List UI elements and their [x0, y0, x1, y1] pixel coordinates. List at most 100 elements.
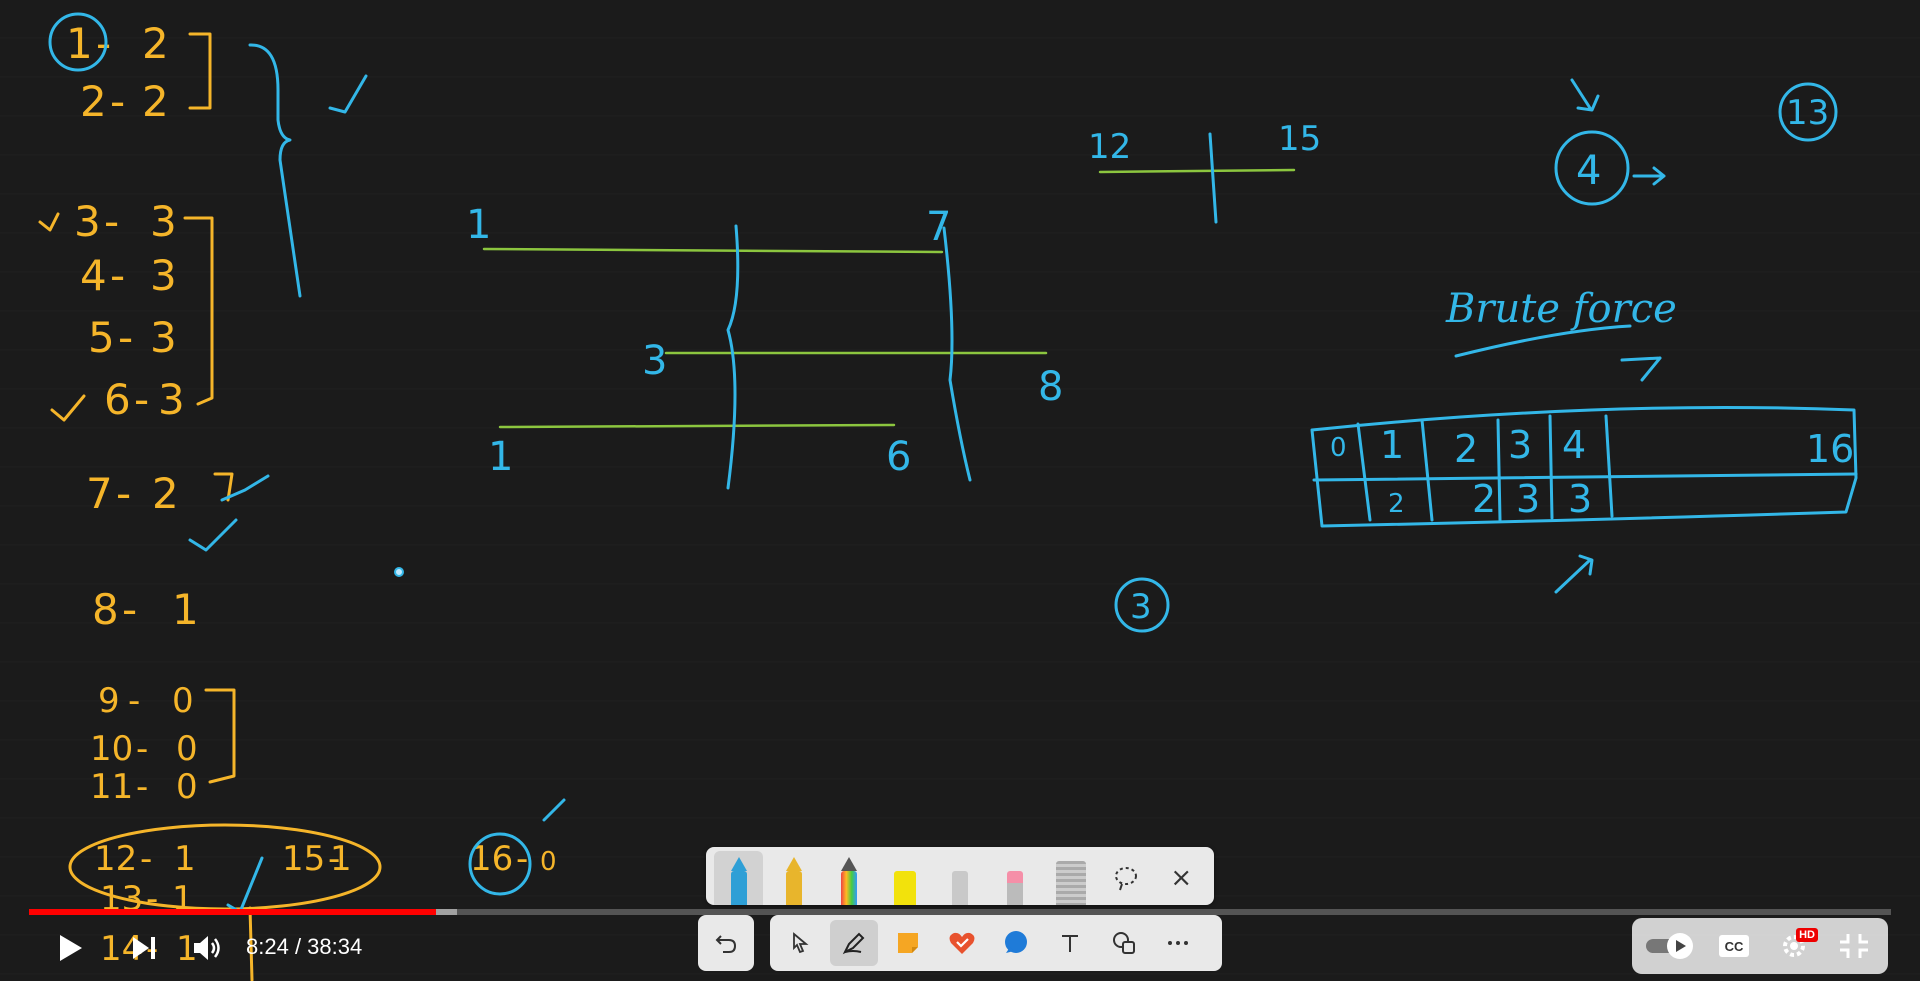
table-top-cell: 2 [1454, 427, 1478, 471]
count-dash: - [96, 19, 111, 68]
table-divider-3 [1496, 418, 1502, 522]
check-13 [226, 856, 264, 914]
count-value: 0 [540, 847, 557, 877]
table-divider-2 [1420, 418, 1434, 522]
spray-tool[interactable] [935, 851, 984, 905]
label-a-end: 7 [926, 204, 951, 250]
progress-played [29, 909, 436, 915]
select-tool[interactable] [776, 920, 824, 966]
array-table-midline [1312, 472, 1858, 482]
play-button[interactable] [50, 928, 90, 968]
circle-mark-1 [48, 12, 108, 72]
circle-3 [1114, 577, 1170, 633]
label-a-start: 1 [466, 202, 491, 248]
lasso-select-button[interactable] [1101, 851, 1150, 905]
heart-check-icon [949, 932, 975, 954]
hd-badge: HD [1796, 928, 1818, 942]
gear-icon [1783, 935, 1805, 957]
settings-button[interactable]: HD [1772, 926, 1818, 966]
interval-1-7 [482, 247, 944, 254]
ruler-tool[interactable] [1046, 851, 1095, 905]
count-value: 0 [172, 681, 194, 721]
brute-force-underline [1454, 324, 1632, 358]
time-separator: / [288, 934, 308, 959]
close-tray-button[interactable]: × [1157, 851, 1206, 905]
play-icon [60, 935, 82, 961]
shapes-tool[interactable] [1100, 920, 1148, 966]
yellow-pen-tool[interactable] [769, 851, 818, 905]
pen-cursor [394, 567, 404, 577]
yellow-pen-icon [785, 857, 802, 905]
blue-pen-tool[interactable] [714, 851, 764, 905]
text-tool[interactable] [1046, 920, 1094, 966]
count-value: 0 [176, 767, 198, 807]
stamp-tool[interactable] [938, 920, 986, 966]
table-bottom-cell: 2 [1388, 489, 1405, 519]
table-top-cell: 4 [1562, 423, 1586, 467]
check-6 [50, 394, 86, 422]
count-value: 1 [330, 839, 352, 879]
count-value: 0 [176, 729, 198, 769]
sweep-line-2 [942, 226, 972, 482]
eraser-tool[interactable] [991, 851, 1040, 905]
table-top-cell: 3 [1508, 423, 1532, 467]
check-7a [220, 474, 270, 502]
count-number: 10 [90, 729, 133, 769]
circle-16 [468, 832, 532, 896]
count-value: 1 [176, 929, 198, 969]
comment-tool[interactable] [992, 920, 1040, 966]
ruler-icon [1055, 861, 1086, 905]
count-value: 1 [174, 839, 196, 879]
count-dash: - [118, 313, 133, 362]
autoplay-toggle[interactable] [1642, 926, 1704, 966]
count-number: 4 [80, 251, 107, 300]
count-value: 1 [172, 585, 199, 634]
check-16 [542, 798, 566, 822]
label-c-end: 6 [886, 434, 911, 480]
label-d-start: 12 [1088, 127, 1131, 167]
next-button[interactable] [124, 928, 164, 968]
undo-icon [715, 935, 737, 953]
sticky-note-icon [898, 933, 918, 953]
video-progress-bar[interactable] [29, 909, 1891, 915]
spray-icon [951, 871, 968, 905]
volume-icon [194, 936, 220, 960]
count-value: 3 [150, 197, 177, 246]
arrow-to-table [1620, 356, 1662, 382]
time-display: 8:24 / 38:34 [246, 932, 362, 962]
count-dash: - [122, 585, 137, 634]
count-number: 8 [92, 585, 119, 634]
pen-tool[interactable] [830, 920, 878, 966]
count-dash: - [136, 729, 148, 769]
count-number: 11 [90, 767, 133, 807]
table-divider-1 [1356, 422, 1372, 522]
count-number: 5 [88, 313, 115, 362]
check-arrow-top [328, 74, 368, 114]
arrow-down [1570, 78, 1600, 112]
sticky-note-tool[interactable] [884, 920, 932, 966]
count-list: 1-22-23-34-35-36-37-28-19-010-011-012-11… [66, 19, 557, 969]
captions-button[interactable]: CC [1712, 926, 1756, 966]
count-dash: - [134, 375, 149, 424]
bracket-3 [213, 472, 234, 502]
count-dash: - [128, 681, 140, 721]
volume-button[interactable] [186, 928, 230, 968]
count-value: 3 [158, 375, 185, 424]
rainbow-pen-tool[interactable] [825, 851, 874, 905]
count-dash: - [328, 839, 340, 879]
exit-fullscreen-button[interactable] [1832, 926, 1876, 966]
undo-button[interactable] [698, 915, 754, 971]
table-top-cell: 16 [1806, 427, 1854, 471]
bracket-2 [183, 216, 214, 406]
count-number: 6 [104, 375, 131, 424]
interval-1-6 [498, 423, 896, 429]
arrow-up-table [1554, 554, 1594, 594]
highlighter-tool[interactable] [880, 851, 929, 905]
count-number: 15 [282, 839, 325, 879]
blue-pen-icon [730, 857, 747, 905]
duration: 38:34 [307, 934, 363, 959]
label-c-start: 1 [488, 434, 513, 480]
more-tools-button[interactable] [1154, 920, 1202, 966]
